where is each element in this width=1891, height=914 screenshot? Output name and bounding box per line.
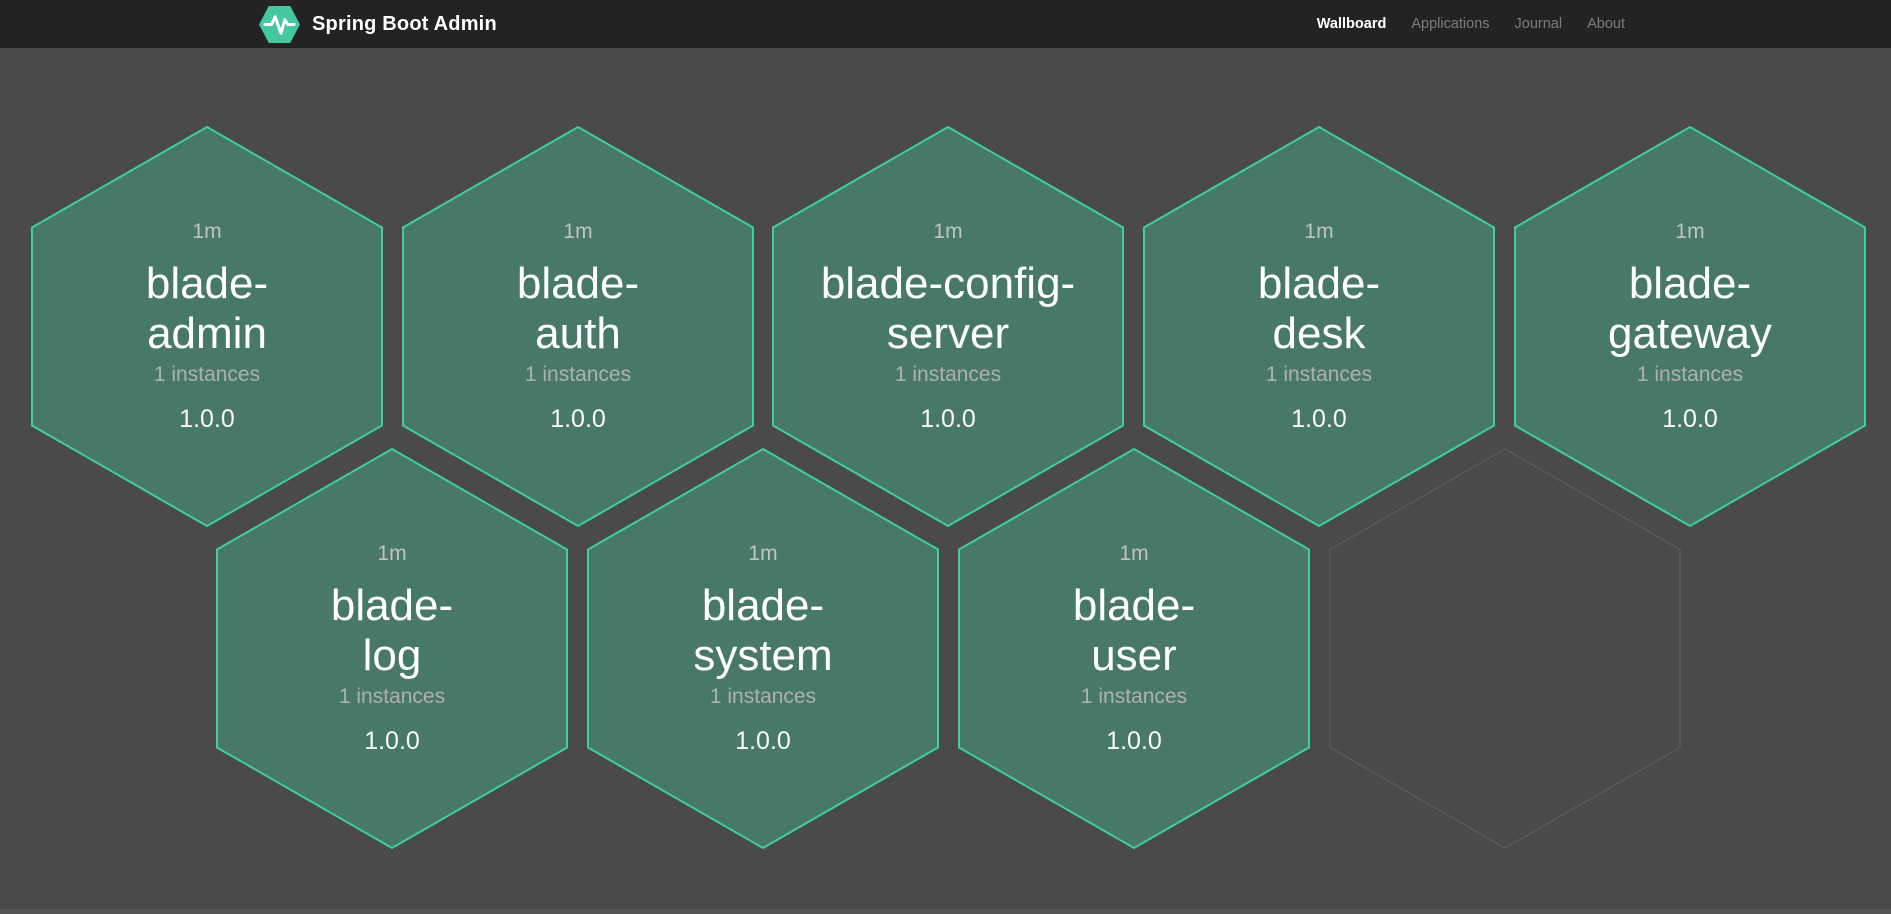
spring-boot-admin-logo-icon bbox=[259, 5, 300, 43]
app-title: Spring Boot Admin bbox=[312, 12, 497, 35]
hexagon-icon bbox=[958, 447, 1310, 850]
hexagon-icon bbox=[1143, 125, 1495, 528]
hexagon-icon bbox=[1514, 125, 1866, 528]
hexagon-icon bbox=[31, 125, 383, 528]
hexagon-icon bbox=[772, 125, 1124, 528]
navbar: Spring Boot Admin Wallboard Applications… bbox=[0, 0, 1891, 48]
hexagon-icon bbox=[216, 447, 568, 850]
nav-item-about[interactable]: About bbox=[1587, 16, 1625, 32]
tile-blade-system[interactable]: 1m blade-system 1 instances 1.0.0 bbox=[586, 447, 940, 850]
nav-item-wallboard[interactable]: Wallboard bbox=[1316, 16, 1387, 32]
tile-empty-placeholder bbox=[1328, 447, 1682, 850]
tile-blade-log[interactable]: 1m blade-log 1 instances 1.0.0 bbox=[215, 447, 569, 850]
wallboard: 1m blade-admin 1 instances 1.0.0 1m blad… bbox=[0, 48, 1891, 914]
nav-item-journal[interactable]: Journal bbox=[1514, 16, 1563, 32]
brand[interactable]: Spring Boot Admin bbox=[258, 5, 497, 44]
main-nav: Wallboard Applications Journal About bbox=[1317, 16, 1625, 32]
hexagon-icon bbox=[587, 447, 939, 850]
hexagon-outline-icon bbox=[1329, 448, 1681, 849]
tile-blade-user[interactable]: 1m blade-user 1 instances 1.0.0 bbox=[957, 447, 1311, 850]
nav-item-applications[interactable]: Applications bbox=[1411, 16, 1490, 32]
bottom-strip bbox=[0, 909, 1891, 914]
hexagon-icon bbox=[402, 125, 754, 528]
